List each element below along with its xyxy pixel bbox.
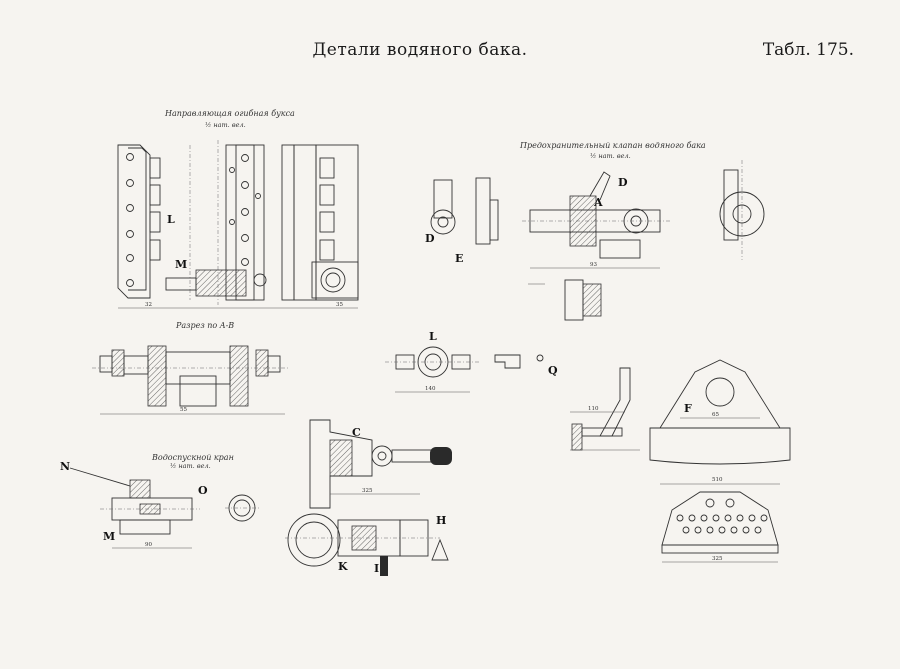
caption-section: Разрез по A-B (175, 321, 234, 330)
scale-valve: ½ нат. вел. (590, 152, 631, 160)
label-M2: M (103, 530, 115, 543)
scale-guide-bracket: ½ нат. вел. (205, 121, 246, 129)
label-H: H (436, 514, 446, 527)
caption-drain: Водоспускной кран (151, 453, 234, 462)
svg-text:55: 55 (180, 407, 187, 413)
view-middle-parts: L Q 140 (385, 330, 558, 393)
view-perforated-plate: 510 325 (660, 477, 780, 563)
view-drain-cock: Водоспускной кран ½ нат. вел. N O M 90 (60, 453, 260, 549)
label-K: K (338, 560, 348, 573)
svg-text:510: 510 (712, 477, 723, 483)
view-valve-kih: H K I (285, 513, 449, 576)
svg-text:32: 32 (145, 302, 152, 308)
label-M: M (175, 258, 187, 271)
svg-text:35: 35 (336, 302, 343, 308)
svg-text:110: 110 (588, 406, 599, 412)
view-section-ab: Разрез по A-B 55 (92, 321, 290, 415)
label-D-valve: D (618, 176, 628, 189)
label-F: F (684, 402, 692, 415)
scale-drain: ½ нат. вел. (170, 462, 211, 470)
label-I: I (374, 562, 379, 575)
svg-text:325: 325 (712, 556, 723, 562)
svg-text:140: 140 (425, 386, 436, 392)
label-D: D (425, 232, 435, 245)
label-O: O (198, 484, 208, 497)
view-guide-bracket: Направляющая огибная букса ½ нат. вел. L… (117, 109, 359, 309)
plate-number: Табл. 175. (762, 40, 854, 60)
svg-text:90: 90 (145, 542, 152, 548)
view-small-parts: D E (425, 177, 499, 265)
view-lever-c: C 325 (309, 419, 452, 509)
label-Q: Q (548, 364, 558, 377)
label-C: C (352, 426, 361, 439)
label-E: E (455, 252, 463, 265)
label-L2: L (429, 330, 437, 343)
svg-text:65: 65 (712, 412, 719, 418)
caption-guide-bracket: Направляющая огибная букса (164, 109, 295, 118)
label-L: L (167, 213, 175, 226)
view-safety-valve: Предохранительный клапан водяного бака ½… (519, 141, 765, 321)
label-A: A (593, 196, 603, 209)
view-bracket-f: F 65 (649, 359, 791, 465)
page-title: Детали водяного бака. (312, 40, 528, 60)
svg-text:93: 93 (590, 262, 597, 268)
svg-text:325: 325 (362, 488, 373, 494)
label-N: N (60, 460, 70, 473)
view-lever-plate: 110 (570, 367, 640, 451)
caption-valve: Предохранительный клапан водяного бака (519, 141, 706, 150)
